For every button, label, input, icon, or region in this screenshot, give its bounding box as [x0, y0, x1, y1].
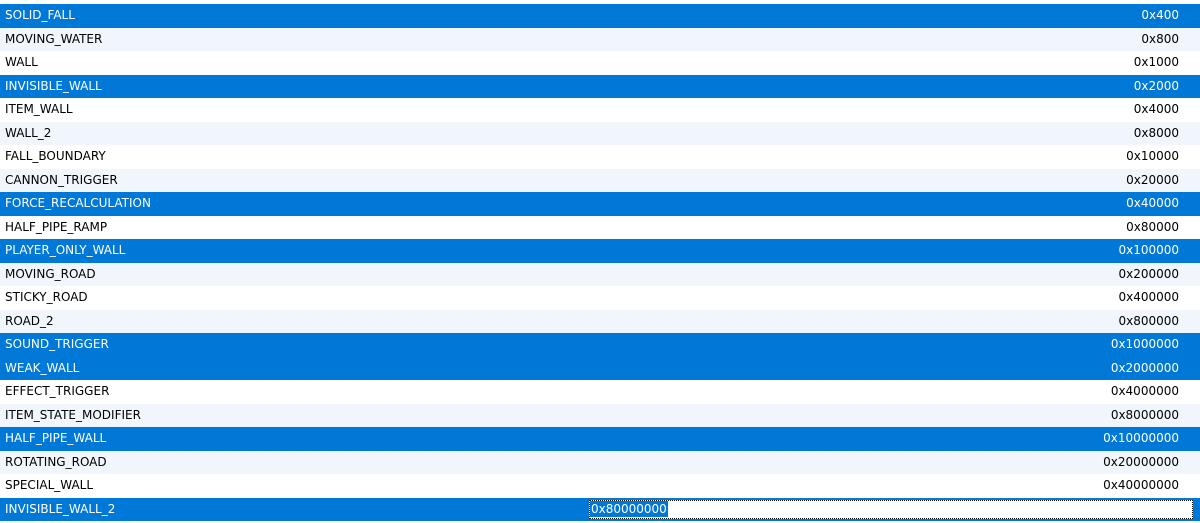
flag-name-cell[interactable]: INVISIBLE_WALL_2 — [5, 501, 116, 516]
flag-name-cell[interactable]: HALF_PIPE_WALL — [5, 431, 107, 445]
flag-name-cell[interactable]: MOVING_WATER — [5, 31, 103, 46]
flag-name-cell[interactable]: FALL_BOUNDARY — [5, 149, 106, 163]
table-row[interactable]: ROAD_2 0x800000 — [0, 309, 1200, 333]
table-row[interactable]: ITEM_WALL 0x4000 — [0, 98, 1200, 122]
flag-name-cell[interactable]: WALL_2 — [5, 125, 52, 140]
flag-value-editor[interactable] — [589, 499, 1193, 519]
flag-value-cell[interactable]: 0x400 — [1141, 8, 1179, 22]
flag-name-cell[interactable]: ROTATING_ROAD — [5, 454, 107, 469]
flag-name-cell[interactable]: SPECIAL_WALL — [5, 478, 94, 492]
table-row[interactable]: INVISIBLE_WALL 0x2000 — [0, 74, 1200, 98]
flag-value-cell[interactable]: 0x40000000 — [1103, 478, 1179, 492]
table-row[interactable]: PLAYER_ONLY_WALL 0x100000 — [0, 239, 1200, 263]
flag-value-cell[interactable]: 0x100000 — [1118, 243, 1179, 257]
table-row[interactable]: HALF_PIPE_WALL 0x10000000 — [0, 427, 1200, 451]
flag-value-cell[interactable]: 0x20000000 — [1103, 454, 1179, 469]
flag-value-cell[interactable]: 0x40000 — [1126, 196, 1179, 210]
table-row[interactable]: MOVING_WATER 0x800 — [0, 27, 1200, 51]
flag-value-cell[interactable]: 0x800000 — [1118, 313, 1179, 328]
flag-value-cell[interactable]: 0x80000 — [1126, 219, 1179, 234]
table-row[interactable]: SPECIAL_WALL 0x40000000 — [0, 474, 1200, 498]
flag-name-cell[interactable]: WEAK_WALL — [5, 360, 80, 375]
flag-value-cell[interactable]: 0x4000 — [1133, 102, 1179, 116]
flag-name-cell[interactable]: INVISIBLE_WALL — [5, 78, 102, 93]
table-row[interactable]: WEAK_WALL 0x2000000 — [0, 356, 1200, 380]
table-row[interactable]: SOUND_TRIGGER 0x1000000 — [0, 333, 1200, 357]
flag-value-cell[interactable]: 0x2000 — [1133, 78, 1179, 93]
flag-value-cell[interactable]: 0x800 — [1141, 31, 1179, 46]
flag-value-cell[interactable]: 0x1000 — [1133, 55, 1179, 69]
flag-value-cell[interactable]: 0x20000 — [1126, 172, 1179, 187]
flag-name-cell[interactable]: ITEM_WALL — [5, 102, 73, 116]
flag-value-cell[interactable]: 0x1000000 — [1110, 337, 1179, 351]
flag-value-cell[interactable]: 0x8000000 — [1110, 407, 1179, 422]
flag-value-cell[interactable]: 0x10000000 — [1103, 431, 1179, 445]
table-row[interactable]: FORCE_RECALCULATION 0x40000 — [0, 192, 1200, 216]
table-row[interactable]: STICKY_ROAD 0x400000 — [0, 286, 1200, 310]
table-row[interactable]: HALF_PIPE_RAMP 0x80000 — [0, 215, 1200, 239]
flag-name-cell[interactable]: PLAYER_ONLY_WALL — [5, 243, 126, 257]
flag-name-cell[interactable]: WALL — [5, 55, 38, 69]
flag-name-cell[interactable]: ROAD_2 — [5, 313, 54, 328]
flag-value-cell[interactable]: 0x2000000 — [1110, 360, 1179, 375]
table-row[interactable]: EFFECT_TRIGGER 0x4000000 — [0, 380, 1200, 404]
flag-value-cell[interactable]: 0x10000 — [1126, 149, 1179, 163]
table-row[interactable]: WALL_2 0x8000 — [0, 121, 1200, 145]
flag-value-cell[interactable]: 0x400000 — [1118, 290, 1179, 304]
flag-name-cell[interactable]: SOLID_FALL — [5, 8, 75, 22]
table-row[interactable]: MOVING_ROAD 0x200000 — [0, 262, 1200, 286]
table-row[interactable]: CANNON_TRIGGER 0x20000 — [0, 168, 1200, 192]
flag-name-cell[interactable]: EFFECT_TRIGGER — [5, 384, 110, 398]
flag-name-cell[interactable]: SOUND_TRIGGER — [5, 337, 109, 351]
flag-name-cell[interactable]: ITEM_STATE_MODIFIER — [5, 407, 141, 422]
flag-name-cell[interactable]: FORCE_RECALCULATION — [5, 196, 151, 210]
table-row-editing[interactable]: INVISIBLE_WALL_2 0x80000000 — [0, 497, 1200, 521]
table-row[interactable]: ROTATING_ROAD 0x20000000 — [0, 450, 1200, 474]
flag-name-cell[interactable]: STICKY_ROAD — [5, 290, 88, 304]
flag-grid: SOLID_FALL 0x400 MOVING_WATER 0x800 WALL… — [0, 4, 1200, 521]
table-row[interactable]: SOLID_FALL 0x400 — [0, 4, 1200, 28]
table-row[interactable]: FALL_BOUNDARY 0x10000 — [0, 145, 1200, 169]
flag-name-cell[interactable]: MOVING_ROAD — [5, 266, 96, 281]
table-row[interactable]: ITEM_STATE_MODIFIER 0x8000000 — [0, 403, 1200, 427]
flag-value-cell[interactable]: 0x8000 — [1133, 125, 1179, 140]
flag-name-cell[interactable]: CANNON_TRIGGER — [5, 172, 118, 187]
flag-name-cell[interactable]: HALF_PIPE_RAMP — [5, 219, 108, 234]
flag-value-cell[interactable]: 0x4000000 — [1110, 384, 1179, 398]
flag-value-cell[interactable]: 0x200000 — [1118, 266, 1179, 281]
table-row[interactable]: WALL 0x1000 — [0, 51, 1200, 75]
